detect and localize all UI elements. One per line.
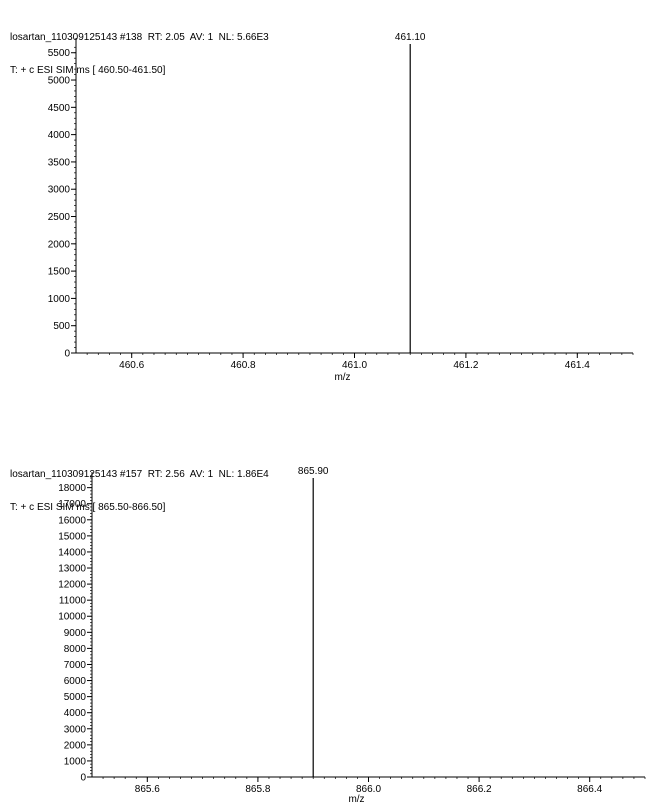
y-tick-label: 4000	[48, 130, 71, 141]
mass-spectrum-chart-1: 0 500 1000 1500 2000 2500 3000 3500 4000 4500 5000…	[48, 32, 634, 383]
spectrum-header-2: losartan_110309125143 #157 RT: 2.56 AV: …	[10, 447, 269, 524]
scan-info-line-2: losartan_110309125143 #157 RT: 2.56 AV: …	[10, 469, 269, 480]
x-tick-label: 865.8	[245, 784, 270, 795]
y-tick-label: 1500	[48, 267, 71, 278]
y-tick-label: 8000	[64, 644, 87, 655]
y-tick-label: 5500	[48, 48, 71, 59]
x-tick-label: 866.0	[356, 784, 381, 795]
y-tick-label: 15000	[58, 531, 86, 542]
peak-label: 865.90	[298, 466, 329, 477]
x-tick-label: 460.6	[119, 360, 144, 371]
y-tick-label: 6000	[64, 676, 87, 687]
y-tick-label: 4500	[48, 103, 71, 114]
y-tick-label: 3500	[48, 157, 71, 168]
y-tick-label: 17000	[58, 499, 86, 510]
x-tick-label: 866.2	[467, 784, 492, 795]
y-tick-label: 500	[53, 321, 70, 332]
filter-info-line-1: T: + c ESI SIM ms [ 460.50-461.50]	[10, 65, 166, 76]
y-tick-label: 5000	[64, 692, 87, 703]
x-tick-label: 461.4	[565, 360, 590, 371]
y-tick-label: 7000	[64, 660, 87, 671]
y-tick-label: 0	[64, 349, 70, 360]
y-tick-label: 1000	[48, 294, 71, 305]
y-tick-label: 12000	[58, 580, 86, 591]
y-tick-label: 13000	[58, 564, 86, 575]
x-tick-label: 865.6	[135, 784, 160, 795]
y-tick-label: 0	[80, 773, 86, 784]
x-tick-label: 460.8	[231, 360, 256, 371]
y-tick-label: 2500	[48, 212, 71, 223]
y-tick-label: 9000	[64, 628, 87, 639]
y-tick-label: 14000	[58, 547, 86, 558]
peak-label: 461.10	[395, 32, 426, 43]
x-tick-label: 461.2	[453, 360, 478, 371]
y-tick-label: 4000	[64, 708, 87, 719]
y-tick-label: 3000	[48, 185, 71, 196]
y-tick-label: 2000	[48, 239, 71, 250]
y-tick-label: 16000	[58, 515, 86, 526]
y-tick-label: 18000	[58, 483, 86, 494]
spectrum-header-1: losartan_110309125143 #138 RT: 2.05 AV: …	[10, 10, 269, 87]
y-tick-label: 1000	[64, 756, 87, 767]
y-tick-label: 5000	[48, 76, 71, 87]
x-tick-label: 461.0	[342, 360, 367, 371]
y-tick-label: 11000	[59, 596, 87, 607]
mass-spectrum-chart-2: 0 1000 2000 3000 4000 5000 6000 7000 8000 9000 100…	[58, 466, 646, 805]
y-tick-label: 10000	[58, 612, 86, 623]
x-axis-label: m/z	[348, 794, 364, 805]
scan-info-line-1: losartan_110309125143 #138 RT: 2.05 AV: …	[10, 32, 269, 43]
x-axis-label: m/z	[334, 372, 350, 383]
y-tick-label: 2000	[64, 740, 87, 751]
x-tick-label: 866.4	[577, 784, 602, 795]
filter-info-line-2: T: + c ESI SIM ms [ 865.50-866.50]	[10, 502, 166, 513]
y-tick-label: 3000	[64, 724, 87, 735]
